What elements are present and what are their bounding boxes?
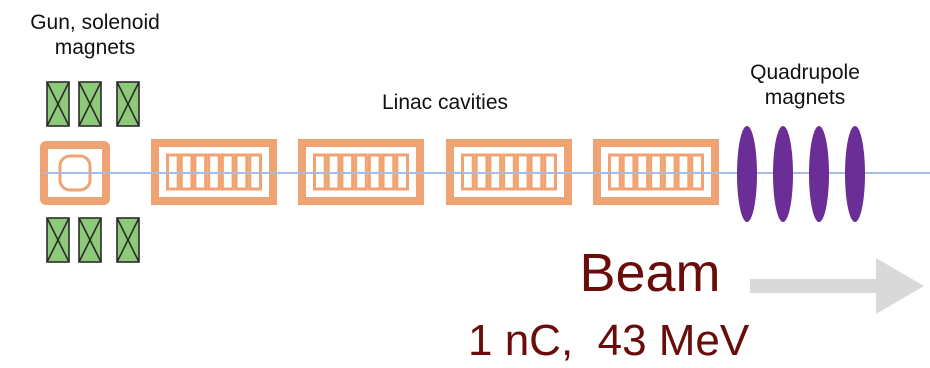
solenoid-magnet <box>116 81 140 127</box>
quadrupole-magnets <box>737 126 865 222</box>
linac-cavities-label: Linac cavities <box>381 91 509 114</box>
solenoid-magnet <box>46 81 70 127</box>
gun-solenoid-label: Gun, solenoid magnets <box>2 10 188 60</box>
quadrupole-magnets-label: Quadrupole magnets <box>720 60 890 110</box>
solenoid-magnet <box>78 81 102 127</box>
solenoid-magnet <box>78 217 102 263</box>
solenoid-magnets-bottom <box>46 217 140 263</box>
beam-parameters: 1 nC, 43 MeV <box>468 316 750 365</box>
quad-label-line2: magnets <box>764 86 846 109</box>
quadrupole-magnet <box>737 126 757 222</box>
solenoid-magnet <box>46 217 70 263</box>
gun-label-line2: magnets <box>54 36 136 59</box>
beam-direction-arrow <box>750 258 924 314</box>
solenoid-magnet <box>116 217 140 263</box>
quadrupole-magnet <box>809 126 829 222</box>
quad-label-line1: Quadrupole <box>750 61 860 84</box>
quadrupole-magnet <box>845 126 865 222</box>
beam-title: Beam <box>579 243 721 303</box>
gun-label-line1: Gun, solenoid <box>30 11 160 34</box>
quadrupole-magnet <box>773 126 793 222</box>
solenoid-magnets-top <box>46 81 140 127</box>
